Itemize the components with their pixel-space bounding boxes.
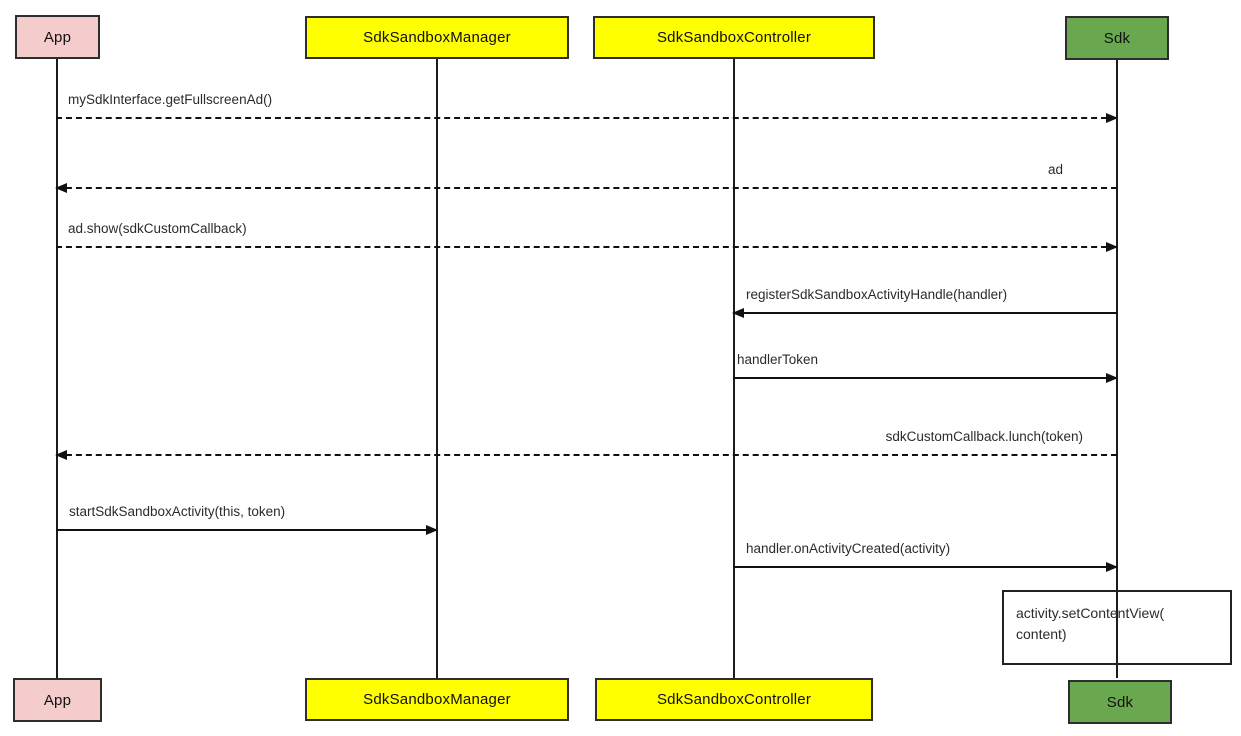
arrowhead-right-icon [426,525,438,535]
lifeline-app [56,59,58,678]
arrowhead-right-icon [1106,562,1118,572]
actor-label: SdkSandboxManager [363,691,511,708]
actor-label: SdkSandboxManager [363,29,511,46]
actor-label: App [43,691,72,709]
arrowhead-right-icon [1106,373,1118,383]
actor-label: SdkSandboxController [656,691,812,708]
arrowhead-right-icon [1106,113,1118,123]
message-ad-show: ad.show(sdkCustomCallback) [56,219,1118,252]
message-register-activity-handle: registerSdkSandboxActivityHandle(handler… [732,285,1117,318]
arrowhead-left-icon [55,450,67,460]
message-line [732,308,1117,318]
message-line [55,450,1117,460]
arrowhead-left-icon [55,183,67,193]
actor-sdk-top: Sdk [1065,16,1169,60]
actor-sdk-sandbox-controller-bottom: SdkSandboxController [595,678,873,721]
actor-app-bottom: App [13,678,102,722]
note-line-1: activity.setContentView( [1016,605,1165,621]
message-line [56,113,1118,123]
message-label: startSdkSandboxActivity(this, token) [69,504,286,519]
actor-sdk-sandbox-controller-top: SdkSandboxController [593,16,875,59]
lifeline-sdk [1116,59,1118,678]
actor-label: Sdk [1103,29,1131,47]
actor-label: Sdk [1106,693,1134,711]
message-label: handler.onActivityCreated(activity) [746,541,951,556]
actor-label: SdkSandboxController [656,29,812,46]
arrowhead-left-icon [732,308,744,318]
lifeline-sdk-sandbox-manager [436,59,438,678]
message-label: ad [1047,162,1063,177]
message-handler-token: handlerToken [733,350,1118,383]
message-line [56,242,1118,252]
actor-sdk-sandbox-manager-bottom: SdkSandboxManager [305,678,569,721]
message-on-activity-created: handler.onActivityCreated(activity) [733,539,1118,572]
actor-app-top: App [15,15,100,59]
message-label: sdkCustomCallback.lunch(token) [885,429,1083,444]
note-line-2: content) [1016,626,1067,642]
message-sdk-custom-callback-lunch: sdkCustomCallback.lunch(token) [55,427,1117,460]
actor-label: App [43,28,72,46]
actor-sdk-bottom: Sdk [1068,680,1172,724]
note-set-content-view: activity.setContentView( content) [1002,590,1232,665]
message-label: registerSdkSandboxActivityHandle(handler… [746,287,1008,302]
message-line [733,562,1118,572]
message-label: handlerToken [737,352,819,367]
message-line [56,525,438,535]
message-line [733,373,1118,383]
message-get-fullscreen-ad: mySdkInterface.getFullscreenAd() [56,90,1118,123]
message-line [55,183,1117,193]
lifeline-sdk-sandbox-controller [733,59,735,678]
actor-sdk-sandbox-manager-top: SdkSandboxManager [305,16,569,59]
arrowhead-right-icon [1106,242,1118,252]
message-label: ad.show(sdkCustomCallback) [68,221,247,236]
message-ad-return: ad [55,160,1117,193]
message-label: mySdkInterface.getFullscreenAd() [68,92,273,107]
message-start-sdk-sandbox-activity: startSdkSandboxActivity(this, token) [56,502,438,535]
